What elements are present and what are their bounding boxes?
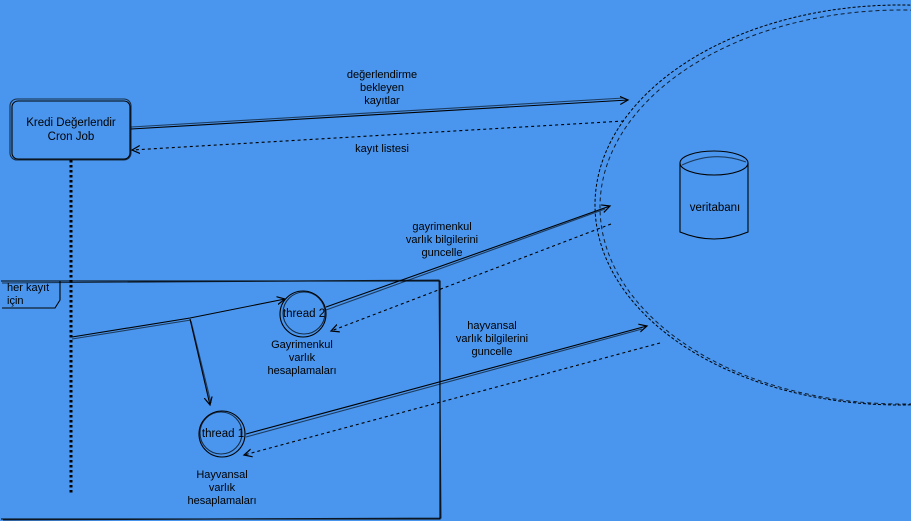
edge-label-update-real-estate: gayrimenkul varlık bilgilerini guncelle: [405, 221, 479, 259]
database-boundary: [594, 4, 911, 406]
edge-label-record-list: kayıt listesi: [355, 143, 409, 155]
thread-1-circle[interactable]: [198, 410, 246, 458]
arrow-return-thread-2: [331, 223, 612, 331]
edge-label-request-records: değerlendirme bekleyen kayıtlar: [346, 69, 418, 107]
arrow-request-records: [130, 98, 628, 130]
thread-1-caption: Hayvansal varlık hesaplamaları: [187, 469, 257, 507]
loop-frame: [1, 279, 442, 521]
database-cylinder-icon[interactable]: [679, 150, 749, 240]
cron-job-label: Kredi Değerlendir Cron Job: [26, 117, 116, 143]
loop-label-tab: [2, 280, 61, 309]
thread-2-caption: Gayrimenkul varlık hesaplamaları: [267, 339, 337, 377]
arrow-update-real-estate: [325, 206, 610, 311]
arrow-record-list: [132, 120, 625, 150]
thread-2-label: thread 2: [282, 308, 326, 320]
database-label: veritabanı: [689, 202, 741, 214]
arrow-update-livestock: [245, 326, 647, 438]
thread-1-label: thread 1: [201, 428, 245, 440]
thread-2-circle[interactable]: [279, 290, 327, 338]
edge-label-update-livestock: hayvansal varlık bilgilerini guncelle: [455, 320, 529, 358]
arrow-fork-threads: [71, 299, 285, 405]
loop-label: her kayıt için: [7, 282, 50, 307]
